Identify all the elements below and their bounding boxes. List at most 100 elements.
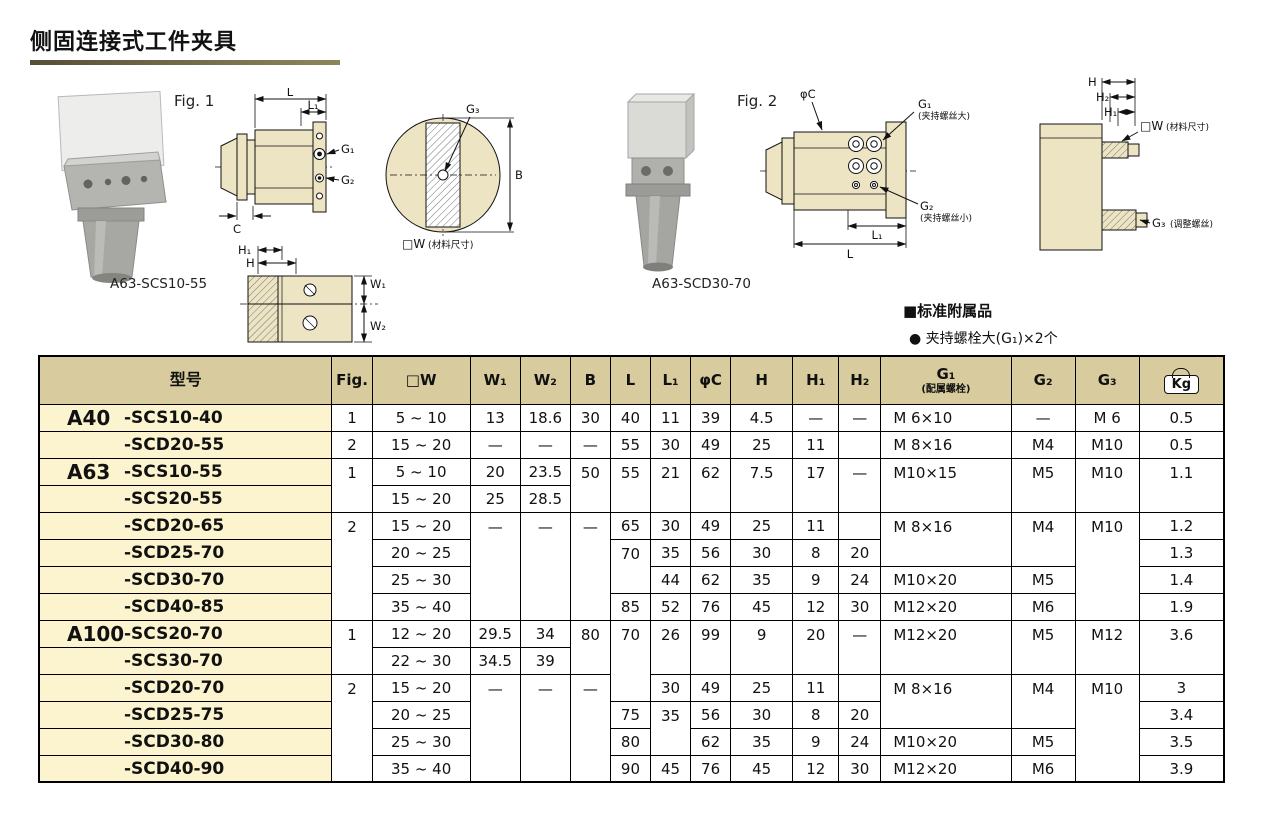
spec-cell: 11 xyxy=(650,405,692,432)
column-header: W₂ xyxy=(520,357,571,405)
accessories-title: ■标准附属品 xyxy=(903,302,993,320)
spec-cell: 20 ~ 25 xyxy=(372,702,471,729)
spec-cell: 8 xyxy=(793,702,840,729)
spec-cell: 15 ~ 20 xyxy=(372,675,471,702)
spec-cell: — xyxy=(570,432,611,459)
fig2-dim-H1-label: H₁ xyxy=(1104,105,1117,119)
spec-cell xyxy=(1011,486,1076,513)
spec-cell: 17 xyxy=(793,459,840,486)
fig2-material-note: (材料尺寸) xyxy=(1166,121,1209,133)
spec-cell: 2 xyxy=(332,513,373,540)
spec-cell: 76 xyxy=(691,594,732,621)
model-number: -SCS10-55 xyxy=(124,462,223,482)
spec-cell: 76 xyxy=(691,756,732,783)
spec-cell: 11 xyxy=(793,432,840,459)
spec-cell: 12 xyxy=(793,756,840,783)
model-number: -SCD25-70 xyxy=(124,543,225,563)
spec-cell: — xyxy=(470,513,521,540)
spec-cell: 5 ~ 10 xyxy=(372,405,471,432)
column-header: φC xyxy=(691,357,732,405)
spec-cell: 39 xyxy=(691,405,732,432)
spec-cell xyxy=(332,594,373,621)
column-header: Kg xyxy=(1139,357,1225,405)
spec-cell: M4 xyxy=(1011,432,1076,459)
spec-cell xyxy=(570,567,611,594)
fig1-end-drawing: G₃ B □W (材料尺寸) xyxy=(385,102,523,251)
spec-cell: 35 ~ 40 xyxy=(372,594,471,621)
spec-cell xyxy=(470,594,521,621)
spec-cell: 85 xyxy=(610,594,651,621)
column-header: L₁ xyxy=(650,357,692,405)
spec-cell: 9 xyxy=(793,567,840,594)
spec-cell xyxy=(520,594,571,621)
spec-cell xyxy=(650,729,692,756)
spec-cell: 11 xyxy=(793,675,840,702)
spec-cell: 45 xyxy=(731,756,794,783)
spec-cell: M10×20 xyxy=(881,729,1012,756)
model-cell: -SCD25-75 xyxy=(40,702,333,729)
spec-cell: 2 xyxy=(332,675,373,702)
spec-cell xyxy=(570,594,611,621)
spec-cell: M4 xyxy=(1011,513,1076,540)
spec-cell: M4 xyxy=(1011,675,1076,702)
spec-cell: 62 xyxy=(691,459,732,486)
spec-cell: — xyxy=(470,432,521,459)
spec-cell xyxy=(731,648,794,675)
spec-cell: 3.9 xyxy=(1139,756,1225,783)
spec-cell: 35 xyxy=(650,540,692,567)
fig1-photo-caption: A63-SCS10-55 xyxy=(110,276,208,292)
spec-cell: 30 xyxy=(731,540,794,567)
fig1-dim-G2-label: G₂ xyxy=(341,173,355,187)
fig2-dim-G1-note: (夹持螺丝大) xyxy=(918,110,970,122)
spec-cell: 1 xyxy=(332,621,373,648)
column-header: G₂ xyxy=(1011,357,1076,405)
spec-cell xyxy=(332,567,373,594)
spec-cell: 70 xyxy=(610,540,651,567)
spec-cell: 15 ~ 20 xyxy=(372,513,471,540)
model-number: -SCS20-55 xyxy=(124,489,223,509)
spec-cell xyxy=(731,486,794,513)
spec-cell: 30 xyxy=(731,702,794,729)
spec-cell: 25 xyxy=(731,513,794,540)
fig2-dim-G2-note: (夹持螺丝小) xyxy=(920,212,972,224)
column-header: W₁ xyxy=(470,357,521,405)
spec-cell: 4.5 xyxy=(731,405,794,432)
fig1-dim-H1-label: H₁ xyxy=(238,243,251,257)
spec-cell: M10 xyxy=(1075,432,1140,459)
model-number: -SCS10-40 xyxy=(124,408,223,428)
column-header: H₁ xyxy=(793,357,840,405)
fig2-right-drawing: H H₂ H₁ □W (材料尺寸) G₃ (调整螺丝) xyxy=(1039,75,1213,251)
spec-cell: 11 xyxy=(793,513,840,540)
spec-cell: 1.1 xyxy=(1139,459,1225,486)
model-cell: -SCS30-70 xyxy=(40,648,333,675)
spec-cell: M6 xyxy=(1011,594,1076,621)
spec-cell xyxy=(793,648,840,675)
model-cell: -SCS20-55 xyxy=(40,486,333,513)
column-header: Fig. xyxy=(332,357,373,405)
spec-cell: 22 ~ 30 xyxy=(372,648,471,675)
spec-cell xyxy=(650,648,692,675)
spec-cell: 1.9 xyxy=(1139,594,1225,621)
fig1-dim-G3-label: G₃ xyxy=(466,102,480,116)
spec-cell: 45 xyxy=(650,756,692,783)
model-number: -SCD30-80 xyxy=(124,732,225,752)
spec-cell: M 6×10 xyxy=(881,405,1012,432)
spec-cell: — xyxy=(520,675,571,702)
fig1-label: Fig. 1 xyxy=(174,92,215,110)
fig1-dim-W2-label: W₂ xyxy=(370,319,386,333)
spec-cell: 90 xyxy=(610,756,651,783)
fig2-material-label: □W xyxy=(1140,119,1163,133)
model-number: -SCS20-70 xyxy=(124,624,223,644)
fig2-dim-G3-note: (调整螺丝) xyxy=(1170,218,1213,230)
spec-cell: 30 xyxy=(570,405,611,432)
model-cell: -SCD30-80 xyxy=(40,729,333,756)
spec-cell: 75 xyxy=(610,702,651,729)
spec-cell: — xyxy=(520,432,571,459)
spec-cell xyxy=(332,648,373,675)
spec-cell: M12×20 xyxy=(881,621,1012,648)
